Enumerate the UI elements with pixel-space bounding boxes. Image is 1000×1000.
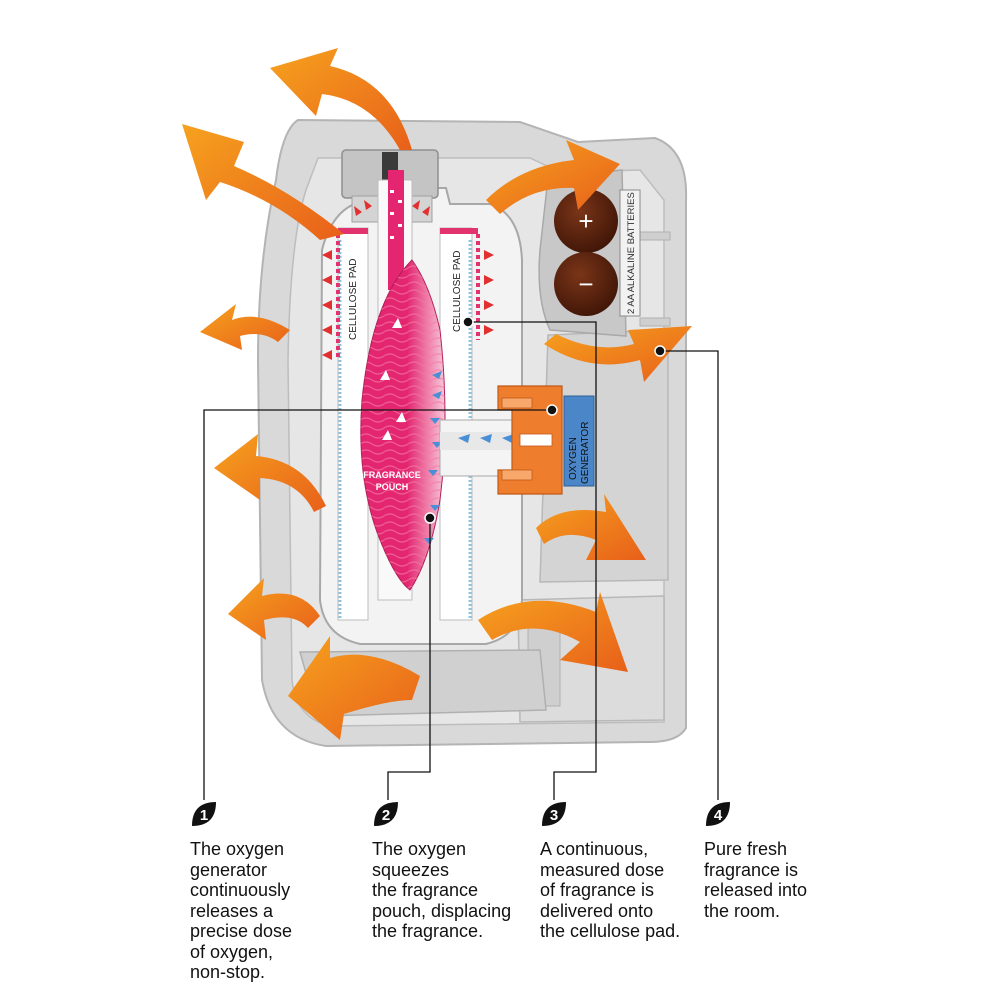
leader-dot-3 — [462, 316, 474, 328]
leader-dot-1 — [546, 404, 558, 416]
batteries-label: 2 AA ALKALINE BATTERIES — [626, 192, 637, 314]
battery-negative — [554, 252, 618, 316]
step-1: 1 The oxygen generator continuously rele… — [190, 800, 292, 983]
step-line: measured dose — [540, 859, 665, 880]
leader-dots — [424, 316, 666, 524]
leader-line-2 — [387, 518, 431, 800]
cellulose-pad-label-right: CELLULOSE PAD — [452, 250, 463, 332]
step-line: of fragrance is — [540, 880, 655, 900]
step-number: 3 — [550, 807, 558, 824]
step-description: The oxygen generator continuously releas… — [190, 839, 292, 983]
step-line: Pure fresh — [704, 839, 788, 859]
step-number: 1 — [200, 807, 208, 824]
step-line: generator — [190, 859, 268, 880]
airflow-arrow — [544, 326, 692, 382]
step-line: the fragrance — [372, 880, 479, 900]
leader-line-4 — [660, 350, 719, 800]
oxygen-generator: OXYGEN GENERATOR — [439, 385, 595, 495]
airflow-arrow — [486, 140, 620, 214]
battery-plus-sign: + — [578, 206, 593, 236]
airflow-arrow — [270, 48, 412, 150]
fragrance-pouch-label-2: POUCH — [376, 482, 409, 492]
step-description: The oxygen squeezes the fragrance pouch,… — [372, 839, 511, 942]
leaf-badge-icon: 3 — [542, 802, 566, 826]
oxygen-generator-label-2: GENERATOR — [580, 422, 591, 484]
step-description: Pure fresh fragrance is released into th… — [704, 839, 807, 921]
fragrance-cartridge: FRAGRANCE POUCH CELLULOSE PAD CELLULOSE … — [318, 149, 523, 645]
airflow-arrow — [478, 592, 628, 672]
airflow-arrow — [200, 304, 290, 350]
step-line: of oxygen, — [190, 941, 274, 962]
step-number: 2 — [382, 807, 390, 824]
airflow-arrows — [182, 48, 692, 740]
cellulose-pad-label-left: CELLULOSE PAD — [348, 258, 359, 340]
airflow-arrow — [288, 636, 420, 740]
step-line: releases a — [190, 900, 274, 921]
leader-line-1 — [203, 409, 552, 800]
leader-lines — [203, 321, 719, 800]
leaf-badge-icon: 2 — [374, 802, 398, 826]
step-line: non-stop. — [190, 962, 266, 982]
step-2: 2 The oxygen squeezes the fragrance pouc… — [372, 800, 511, 942]
leader-line-3 — [468, 321, 597, 800]
step-line: delivered onto — [540, 900, 654, 921]
airflow-arrow — [536, 494, 646, 560]
step-line: fragrance is — [704, 859, 799, 880]
leader-dot-2 — [424, 512, 436, 524]
step-line: the fragrance. — [372, 921, 484, 941]
step-line: pouch, displacing — [372, 900, 512, 921]
airflow-arrow — [214, 434, 326, 512]
step-line: precise dose — [190, 921, 293, 941]
step-line: released into — [704, 880, 808, 900]
airflow-arrow — [228, 578, 320, 640]
leaf-badge-icon: 1 — [192, 802, 216, 826]
step-number: 4 — [714, 807, 723, 824]
step-line: the cellulose pad. — [540, 921, 681, 941]
battery-minus-sign: − — [578, 269, 593, 299]
step-line: continuously — [190, 880, 291, 900]
step-line: the room. — [704, 900, 781, 921]
fragrance-pouch-label-1: FRAGRANCE — [363, 470, 421, 480]
battery-compartment: + − 2 AA ALKALINE BATTERIES — [538, 169, 641, 337]
step-line: The oxygen — [190, 839, 285, 859]
step-line: The oxygen — [372, 839, 467, 859]
step-line: A continuous, — [540, 839, 649, 859]
battery-positive — [554, 189, 618, 253]
oxygen-generator-label-1: OXYGEN — [568, 437, 579, 480]
leader-dot-4 — [654, 345, 666, 357]
step-3: 3 A continuous, measured dose of fragran… — [540, 800, 680, 942]
step-4: 4 Pure fresh fragrance is released into … — [704, 800, 807, 921]
step-description: A continuous, measured dose of fragrance… — [540, 839, 680, 942]
leaf-badge-icon: 4 — [706, 802, 730, 826]
step-line: squeezes — [372, 859, 450, 880]
airflow-arrow — [182, 124, 344, 240]
